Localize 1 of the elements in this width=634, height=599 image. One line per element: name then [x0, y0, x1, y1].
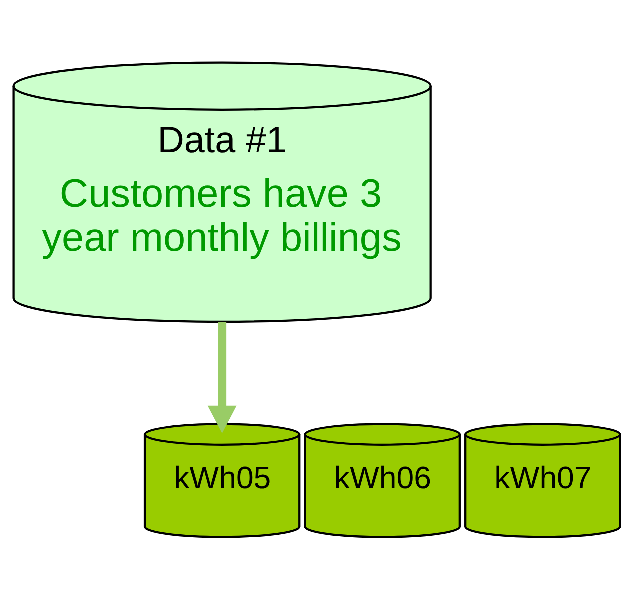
arrow [208, 322, 237, 433]
